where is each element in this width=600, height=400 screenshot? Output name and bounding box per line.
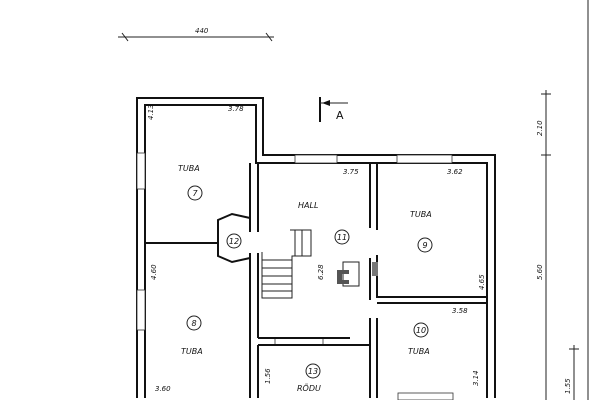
svg-text:4.13: 4.13 xyxy=(147,104,155,120)
svg-text:11: 11 xyxy=(337,233,347,242)
svg-text:3.75: 3.75 xyxy=(343,168,359,176)
window xyxy=(397,392,454,400)
top-dimension-label: 440 xyxy=(195,27,209,35)
dim-2-10: 2.10 xyxy=(536,120,544,136)
room-12: 12 xyxy=(226,233,242,249)
svg-text:TUBA: TUBA xyxy=(181,347,203,356)
right-dimension: 2.10 5.60 1.55 xyxy=(536,90,579,400)
svg-text:TUBA: TUBA xyxy=(178,164,200,173)
svg-text:HALL: HALL xyxy=(298,201,318,210)
section-marker-label: A xyxy=(336,109,344,122)
room-13-rodu: 13 RÕDU 1.56 xyxy=(264,363,321,393)
svg-text:3.58: 3.58 xyxy=(452,307,468,315)
room-8: 8 TUBA 3.60 4.60 xyxy=(150,264,203,393)
window xyxy=(396,154,453,164)
svg-text:RÕDU: RÕDU xyxy=(297,382,321,393)
svg-text:3.78: 3.78 xyxy=(228,105,244,113)
svg-text:8: 8 xyxy=(191,319,196,328)
dim-1-55: 1.55 xyxy=(564,378,572,394)
svg-text:1.56: 1.56 xyxy=(264,368,272,384)
svg-text:10: 10 xyxy=(416,326,426,335)
svg-text:3.14: 3.14 xyxy=(472,370,480,386)
room-7: TUBA 7 3.78 4.13 xyxy=(147,104,244,201)
svg-text:TUBA: TUBA xyxy=(410,210,432,219)
window xyxy=(136,289,146,331)
room-9: TUBA 9 3.62 4.65 xyxy=(410,168,486,290)
svg-text:TUBA: TUBA xyxy=(408,347,430,356)
window xyxy=(136,152,146,190)
svg-text:13: 13 xyxy=(308,367,318,376)
window xyxy=(274,337,324,346)
svg-text:4.65: 4.65 xyxy=(478,274,486,290)
section-marker: A xyxy=(319,97,348,122)
room-11-hall: HALL 11 3.75 6.28 xyxy=(298,168,359,280)
svg-text:6.28: 6.28 xyxy=(317,264,325,280)
fireplace xyxy=(337,261,378,287)
room-10: 10 TUBA 3.58 3.14 xyxy=(408,307,480,386)
closet xyxy=(217,212,251,264)
dim-5-60: 5.60 xyxy=(536,264,544,280)
staircase xyxy=(261,229,312,299)
top-dimension: 440 xyxy=(118,27,274,42)
svg-text:12: 12 xyxy=(229,237,239,246)
svg-text:3.60: 3.60 xyxy=(155,385,171,393)
window xyxy=(294,154,338,164)
svg-text:7: 7 xyxy=(192,189,198,198)
svg-text:4.60: 4.60 xyxy=(150,264,158,280)
outer-wall xyxy=(136,97,496,398)
svg-text:9: 9 xyxy=(422,241,427,250)
svg-text:3.62: 3.62 xyxy=(447,168,463,176)
